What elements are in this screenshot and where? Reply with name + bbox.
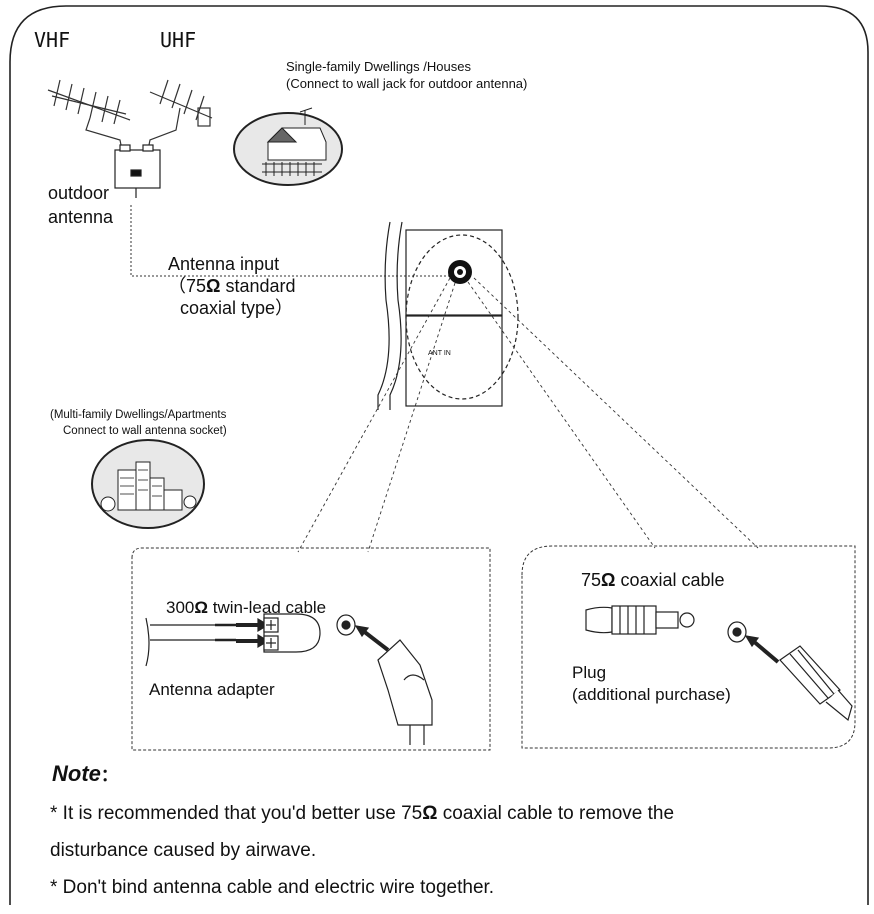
leader-lines xyxy=(297,277,759,553)
omega-symbol: Ω xyxy=(194,598,209,617)
note-title-text: Note xyxy=(52,761,101,786)
omega-symbol: Ω xyxy=(422,803,438,824)
zoom-ellipse xyxy=(405,234,519,400)
apartments-icon xyxy=(91,439,205,529)
twin-lead-label: 300Ω twin-lead cable xyxy=(166,598,326,618)
note-line1b: coaxial cable to remove the xyxy=(437,803,675,824)
omega-symbol: Ω xyxy=(601,570,616,590)
antenna-input-socket xyxy=(448,260,472,284)
note-line2: disturbance caused by airwave. xyxy=(50,840,317,861)
antenna-input-line3: coaxial type） xyxy=(180,298,294,318)
note-line1a: * It is recommended that you'd better us… xyxy=(50,803,423,824)
house-caption-line1: Single-family Dwellings /Houses xyxy=(286,59,471,74)
coaxial-plug-icon xyxy=(779,645,853,722)
ant-in-label: ANT IN xyxy=(428,350,451,357)
coaxial-cable-label: 75Ω coaxial cable xyxy=(581,570,725,591)
tv-back-panel xyxy=(377,221,503,410)
outer-frame xyxy=(9,5,869,905)
twin-lead-box xyxy=(131,547,491,751)
outdoor-antenna-label: outdoor antenna xyxy=(48,181,113,229)
apartment-caption-line2: Connect to wall antenna socket) xyxy=(63,425,227,437)
antenna-adapter-plug-icon xyxy=(336,614,433,745)
apartment-caption-line1: (Multi-family Dwellings/Apartments xyxy=(50,409,227,421)
vhf-antenna-icon xyxy=(47,79,131,151)
note-title-colon: ： xyxy=(100,766,118,785)
outdoor-line2: antenna xyxy=(48,207,114,227)
note-title: Note： xyxy=(52,761,118,787)
coaxial-text: coaxial cable xyxy=(615,570,725,590)
house-caption: Single-family Dwellings /Houses (Connect… xyxy=(286,58,527,92)
outdoor-line1: outdoor xyxy=(48,183,110,203)
note-line1: * It is recommended that you'd better us… xyxy=(50,803,674,825)
coaxial-socket-icon xyxy=(727,621,780,664)
house-icon xyxy=(233,107,343,186)
coaxial-box xyxy=(521,545,856,749)
note-line3: * Don't bind antenna cable and electric … xyxy=(50,877,495,898)
omega-symbol: Ω xyxy=(206,276,221,296)
uhf-label: UHF xyxy=(160,28,197,52)
plug-label: Plug (additional purchase) xyxy=(572,662,731,706)
coaxial-cable-icon xyxy=(585,605,695,635)
twin-lead-cable xyxy=(145,617,270,667)
plug-line2: (additional purchase) xyxy=(572,685,731,704)
coaxial-num: 75 xyxy=(581,570,602,590)
twin-lead-text: twin-lead cable xyxy=(208,598,327,617)
adapter-terminal-icon xyxy=(263,613,321,653)
vhf-label: VHF xyxy=(34,28,71,52)
antenna-input-line1: Antenna input xyxy=(168,254,280,274)
antenna-input-paren: （75 xyxy=(168,276,207,296)
uhf-antenna-icon xyxy=(147,79,213,151)
combiner-box xyxy=(114,144,161,198)
antenna-input-standard: standard xyxy=(220,276,296,296)
antenna-input-line2: （75Ω standard xyxy=(168,275,296,297)
antenna-adapter-label: Antenna adapter xyxy=(149,680,275,699)
antenna-input-label: Antenna input （75Ω standard coaxial type… xyxy=(168,253,296,319)
apartment-caption: (Multi-family Dwellings/Apartments Conne… xyxy=(50,407,227,439)
house-caption-line2: (Connect to wall jack for outdoor antenn… xyxy=(286,76,528,91)
twin-lead-num: 300 xyxy=(166,598,195,617)
plug-line1: Plug xyxy=(572,663,607,682)
